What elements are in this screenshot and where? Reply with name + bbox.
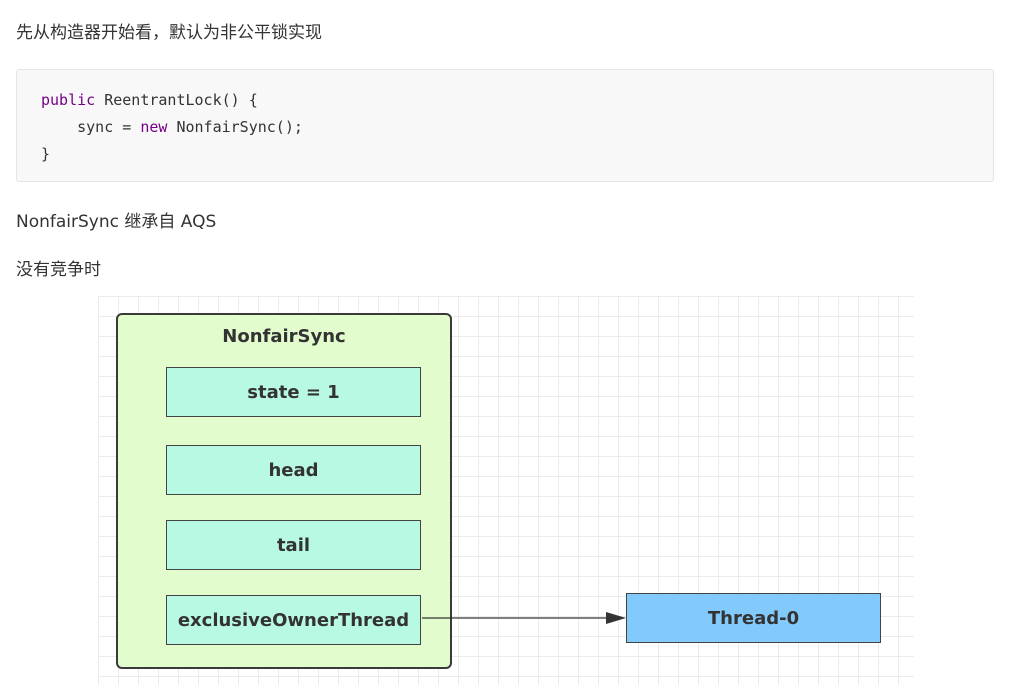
field-exclusive-owner-thread: exclusiveOwnerThread: [166, 595, 421, 645]
lock-state-diagram: NonfairSync state = 1 head tail exclusiv…: [98, 296, 914, 685]
no-contention-paragraph: 没有竞争时: [16, 260, 101, 280]
owner-arrow-head: [606, 612, 626, 624]
code-text: ReentrantLock() {: [95, 91, 258, 109]
code-keyword: new: [140, 118, 168, 136]
code-text: sync =: [41, 118, 141, 136]
nonfairsync-box: NonfairSync state = 1 head tail exclusiv…: [116, 313, 452, 669]
code-text: NonfairSync();: [167, 118, 303, 136]
code-line-3: }: [41, 145, 51, 163]
inherit-paragraph: NonfairSync 继承自 AQS: [16, 212, 217, 232]
nonfairsync-title: NonfairSync: [222, 326, 346, 347]
thread-0-box: Thread-0: [626, 593, 881, 643]
code-keyword: public: [41, 91, 96, 109]
field-state: state = 1: [166, 367, 421, 417]
code-line-2: sync = new NonfairSync();: [41, 117, 303, 137]
field-head: head: [166, 445, 421, 495]
field-tail: tail: [166, 520, 421, 570]
code-line-1: public ReentrantLock() {: [41, 90, 258, 110]
intro-paragraph: 先从构造器开始看，默认为非公平锁实现: [16, 23, 322, 43]
code-block: public ReentrantLock() { sync = new Nonf…: [16, 69, 994, 182]
